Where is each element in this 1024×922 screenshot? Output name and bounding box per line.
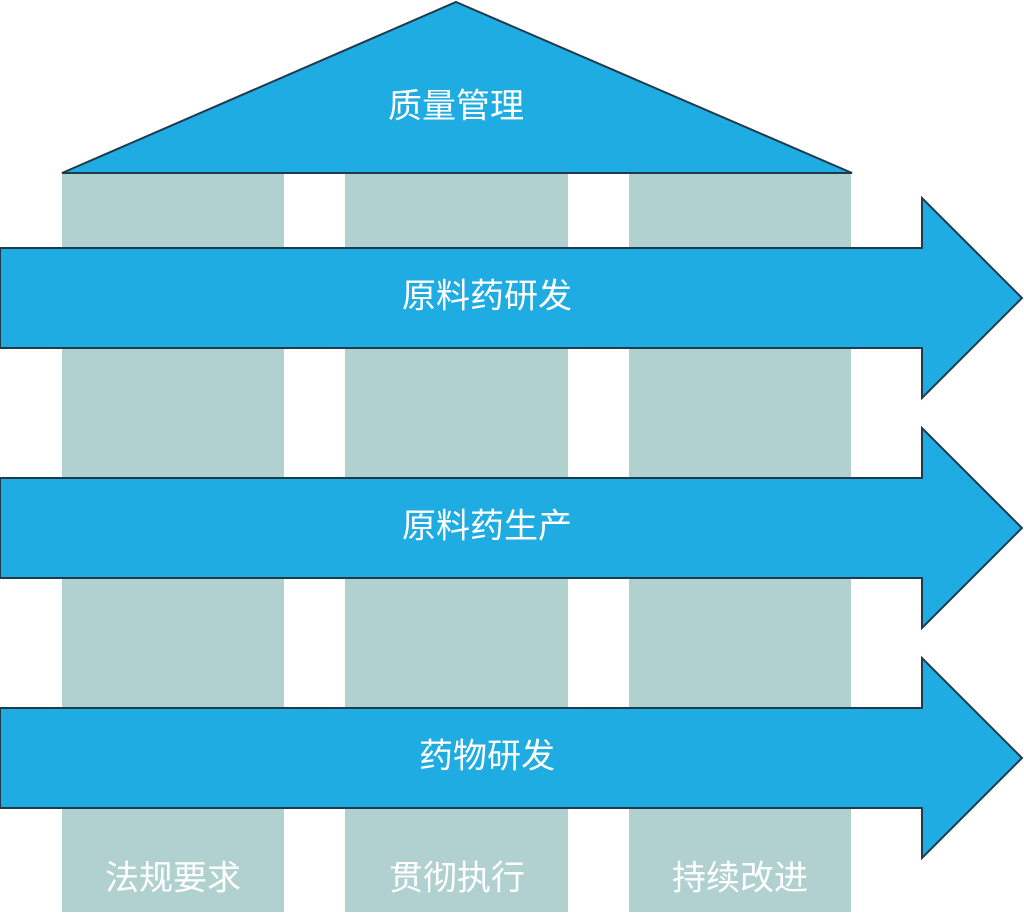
arrow-drug-development bbox=[0, 655, 1024, 861]
arrow-api-production-label: 原料药生产 bbox=[402, 507, 572, 547]
pillar-execution-label: 贯彻执行 bbox=[389, 859, 525, 899]
arrow-api-development-label: 原料药研发 bbox=[402, 277, 572, 317]
roof-quality-management bbox=[61, 0, 853, 174]
roof-label: 质量管理 bbox=[388, 87, 524, 127]
pillar-improvement-label: 持续改进 bbox=[672, 859, 808, 899]
arrow-drug-development-label: 药物研发 bbox=[419, 737, 555, 777]
pillar-regulations-label: 法规要求 bbox=[105, 859, 241, 899]
arrow-api-production bbox=[0, 425, 1024, 631]
arrow-api-development bbox=[0, 195, 1024, 401]
